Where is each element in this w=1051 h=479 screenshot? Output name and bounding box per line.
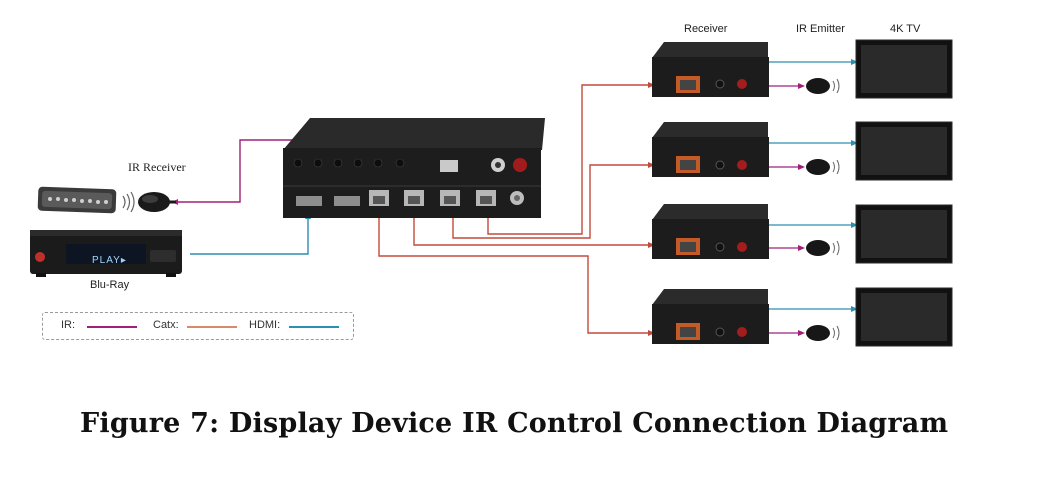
legend-ir-swatch	[87, 326, 137, 328]
legend: IR: Catx: HDMI:	[42, 312, 354, 340]
legend-hdmi-swatch	[289, 326, 339, 328]
ir-emitter-label: IR Emitter	[796, 23, 845, 35]
receiver-3	[652, 204, 769, 259]
receiver-label: Receiver	[684, 23, 728, 35]
receiver-4	[652, 289, 769, 344]
ir-signal-waves	[122, 191, 135, 213]
figure-caption: Figure 7: Display Device IR Control Conn…	[80, 408, 949, 439]
bluray-display-text: PLAY▸	[92, 255, 127, 266]
remote-control	[37, 186, 117, 214]
hdmi-tv-lines	[768, 61, 853, 310]
legend-catx-swatch	[187, 326, 237, 328]
ir-emitter-2	[806, 159, 840, 175]
hdmi-line-bluray-to-matrix	[190, 213, 309, 255]
legend-hdmi-label: HDMI:	[249, 319, 281, 331]
receiver-2	[652, 122, 769, 177]
legend-ir-label: IR:	[61, 319, 76, 331]
ir-receiver-label: IR Receiver	[128, 160, 186, 174]
receiver-1	[652, 42, 769, 97]
blu-ray-player	[30, 230, 182, 277]
legend-catx-label: Catx:	[153, 319, 179, 331]
blu-ray-label: Blu-Ray	[90, 279, 130, 291]
ir-emitter-1	[806, 78, 840, 94]
catx-line-2	[452, 164, 648, 239]
tv-3	[855, 204, 953, 264]
catx-line-1	[487, 84, 648, 235]
catx-line-4	[378, 214, 648, 334]
tv-4k-label: 4K TV	[890, 23, 921, 35]
ir-receiver-device	[138, 192, 176, 212]
tv-1	[855, 39, 953, 99]
tv-4	[855, 287, 953, 347]
ir-emitter-4	[806, 325, 840, 341]
matrix-switcher	[283, 118, 545, 218]
ir-emitter-3	[806, 240, 840, 256]
tv-2	[855, 121, 953, 181]
catx-line-3	[413, 214, 648, 246]
